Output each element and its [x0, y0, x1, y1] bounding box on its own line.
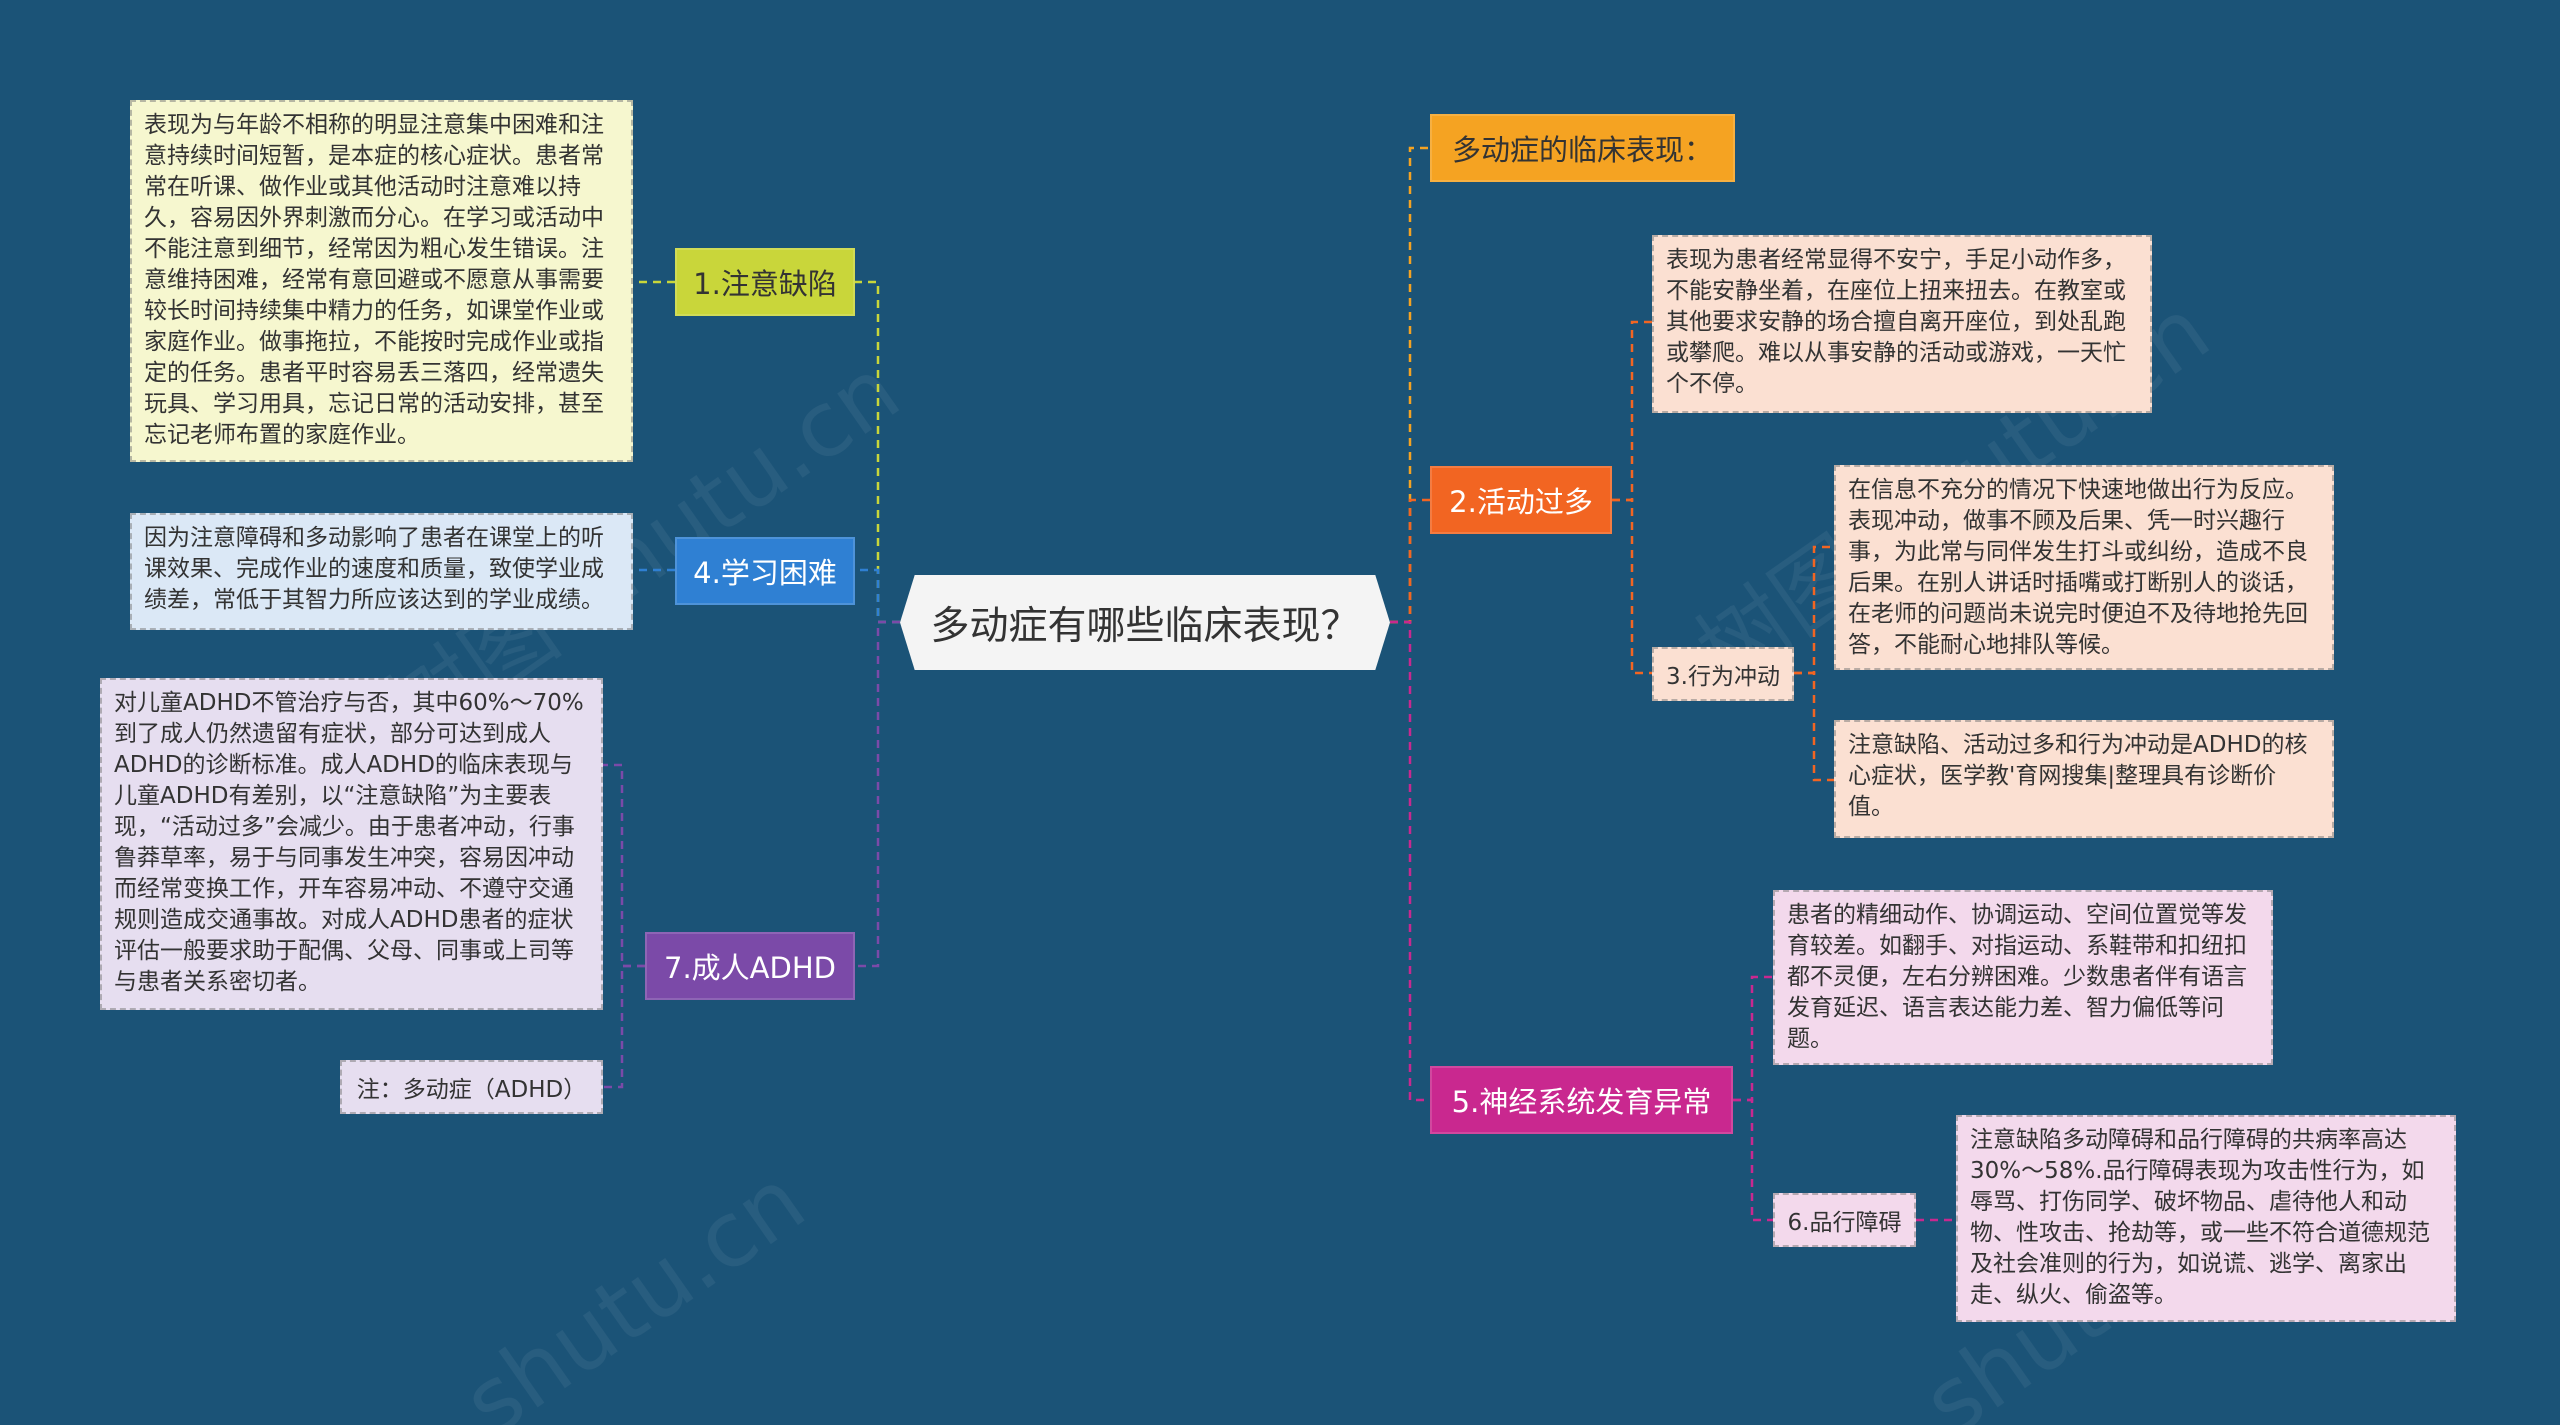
branch-adult-adhd[interactable]: 7.成人ADHD: [645, 932, 855, 1000]
note-conduct-disorder: 注意缺陷多动障碍和品行障碍的共病率高达30%～58%.品行障碍表现为攻击性行为，…: [1956, 1115, 2456, 1322]
link-conduct: [1733, 1098, 1773, 1222]
note-learning-difficulty: 因为注意障碍和多动影响了患者在课堂上的听课效果、完成作业的速度和质量，致使学业成…: [130, 513, 633, 630]
branch-neuro-development[interactable]: 5.神经系统发育异常: [1430, 1066, 1733, 1134]
footnote-adult-adhd: 注：多动症（ADHD）: [340, 1060, 603, 1114]
central-topic[interactable]: 多动症有哪些临床表现？: [900, 575, 1390, 670]
note-adult-adhd: 对儿童ADHD不管治疗与否，其中60%～70%到了成人仍然遗留有症状，部分可达到…: [100, 678, 603, 1010]
note-hyperactivity: 表现为患者经常显得不安宁，手足小动作多，不能安静坐着，在座位上扭来扭去。在教室或…: [1652, 235, 2152, 413]
link-clinical: [1390, 146, 1430, 624]
branch-clinical-manifestation[interactable]: 多动症的临床表现：: [1430, 114, 1735, 182]
node-conduct-disorder[interactable]: 6.品行障碍: [1773, 1193, 1916, 1247]
branch-learning-difficulty[interactable]: 4.学习困难: [675, 537, 855, 605]
link-impulse: [1612, 498, 1652, 675]
link-impulse-note1: [1794, 545, 1834, 675]
link-neuro-note: [1733, 975, 1773, 1102]
branch-hyperactivity[interactable]: 2.活动过多: [1430, 466, 1612, 534]
link-hyper: [1390, 498, 1430, 624]
note-core-symptoms: 注意缺陷、活动过多和行为冲动是ADHD的核心症状，医学教'育网搜集|整理具有诊断…: [1834, 720, 2334, 838]
link-hyper-note: [1612, 320, 1652, 502]
note-attention-deficit: 表现为与年龄不相称的明显注意集中困难和注意持续时间短暂，是本症的核心症状。患者常…: [130, 100, 633, 462]
link-learning: [854, 568, 900, 624]
node-impulsive-behavior[interactable]: 3.行为冲动: [1652, 647, 1794, 701]
link-neuro: [1390, 620, 1430, 1102]
link-adult: [854, 620, 900, 968]
link-impulse-note2: [1794, 671, 1834, 782]
note-impulsive-behavior: 在信息不充分的情况下快速地做出行为反应。表现冲动，做事不顾及后果、凭一时兴趣行事…: [1834, 465, 2334, 670]
link-adult-footnote: [603, 964, 645, 1089]
note-neuro-development: 患者的精细动作、协调运动、空间位置觉等发育较差。如翻手、对指运动、系鞋带和扣纽扣…: [1773, 890, 2273, 1065]
link-adult-note: [603, 763, 645, 968]
branch-attention-deficit[interactable]: 1.注意缺陷: [675, 248, 855, 316]
